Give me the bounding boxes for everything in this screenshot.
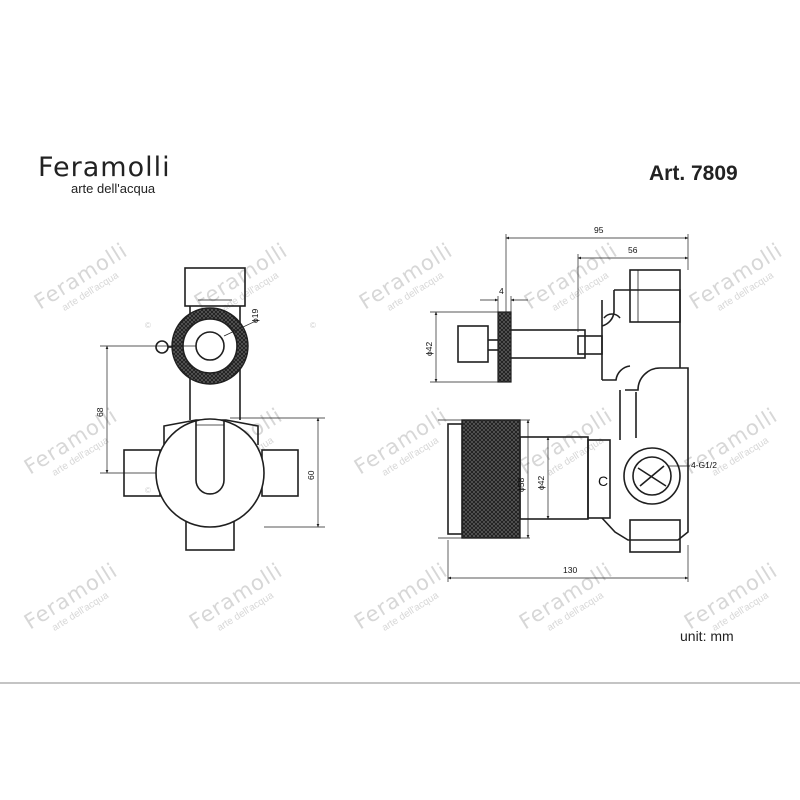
front-u-passage	[195, 420, 225, 495]
side-view: C 95 56 4 ϕ42 ϕ58 ϕ42 4-G1/2	[424, 225, 717, 582]
front-right-inlet	[261, 449, 299, 497]
side-inlet-thread	[632, 456, 672, 496]
article-number: Art. 7809	[649, 162, 738, 185]
dim-knob-thickness: 4	[499, 286, 504, 296]
side-notch	[603, 313, 621, 319]
dim-knob-diameter: ϕ42	[424, 342, 434, 356]
dim-height-68: 68	[95, 407, 105, 417]
watermark-copyright: ©	[310, 321, 316, 330]
brand-logo-name: Feramolli	[38, 152, 171, 183]
front-valve-body	[155, 418, 265, 528]
brand-logo-tagline: arte dell'acqua	[71, 181, 156, 196]
side-inlet-port	[623, 447, 681, 505]
side-upper-curve	[601, 290, 615, 327]
side-bottom-outlet	[629, 519, 681, 553]
dim-overall-length: 130	[563, 565, 577, 575]
side-inlet-cross	[637, 465, 667, 487]
front-top-outlet	[184, 267, 246, 307]
watermark-copyright: ©	[145, 486, 151, 495]
side-small-knurled-knob	[497, 311, 512, 383]
side-middle-recess	[602, 365, 637, 440]
side-spindle	[509, 329, 586, 359]
side-handle-cap	[447, 423, 463, 535]
side-large-knurled-handle	[461, 419, 521, 539]
dim-width-56: 56	[628, 245, 638, 255]
dim-cartridge-diameter: ϕ42	[536, 476, 546, 490]
side-spindle-collar	[577, 335, 603, 355]
dim-handle-diameter: ϕ58	[516, 478, 526, 492]
side-cartridge-neck	[587, 439, 611, 519]
dim-height-60: 60	[306, 470, 316, 480]
side-cap	[457, 325, 489, 363]
dim-width-95: 95	[594, 225, 604, 235]
unit-label: unit: mm	[680, 628, 734, 644]
front-view: ϕ19 68 60	[95, 267, 325, 551]
body-mark: C	[598, 473, 608, 489]
side-top-outlet	[629, 269, 681, 323]
front-mount-tab	[155, 340, 169, 354]
watermark-copyright: ©	[145, 321, 151, 330]
dim-stem-diameter: ϕ19	[250, 309, 260, 323]
dim-thread-spec: 4-G1/2	[691, 460, 717, 470]
